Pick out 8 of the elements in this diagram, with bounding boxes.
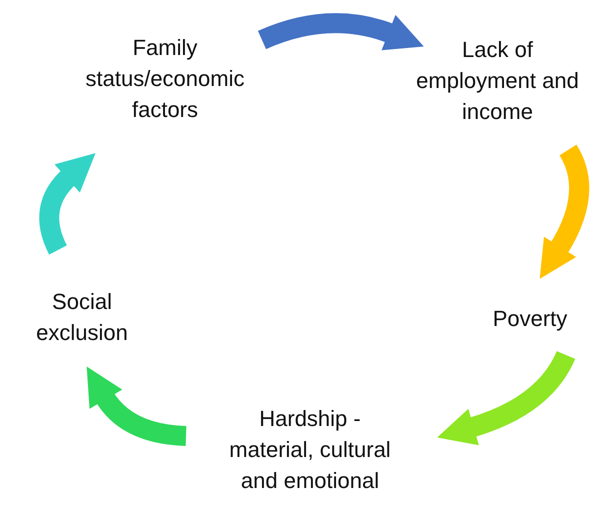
node-label: Hardship - material, cultural and emotional — [228, 405, 392, 495]
node-label: Social exclusion — [35, 288, 129, 347]
curved-arrow — [258, 13, 424, 51]
curved-arrow — [39, 152, 94, 254]
curved-arrow — [85, 367, 187, 446]
node-label: Family status/economic factors — [84, 34, 246, 124]
node-label: Lack of employment and income — [415, 36, 580, 126]
node-label: Poverty — [492, 305, 568, 333]
